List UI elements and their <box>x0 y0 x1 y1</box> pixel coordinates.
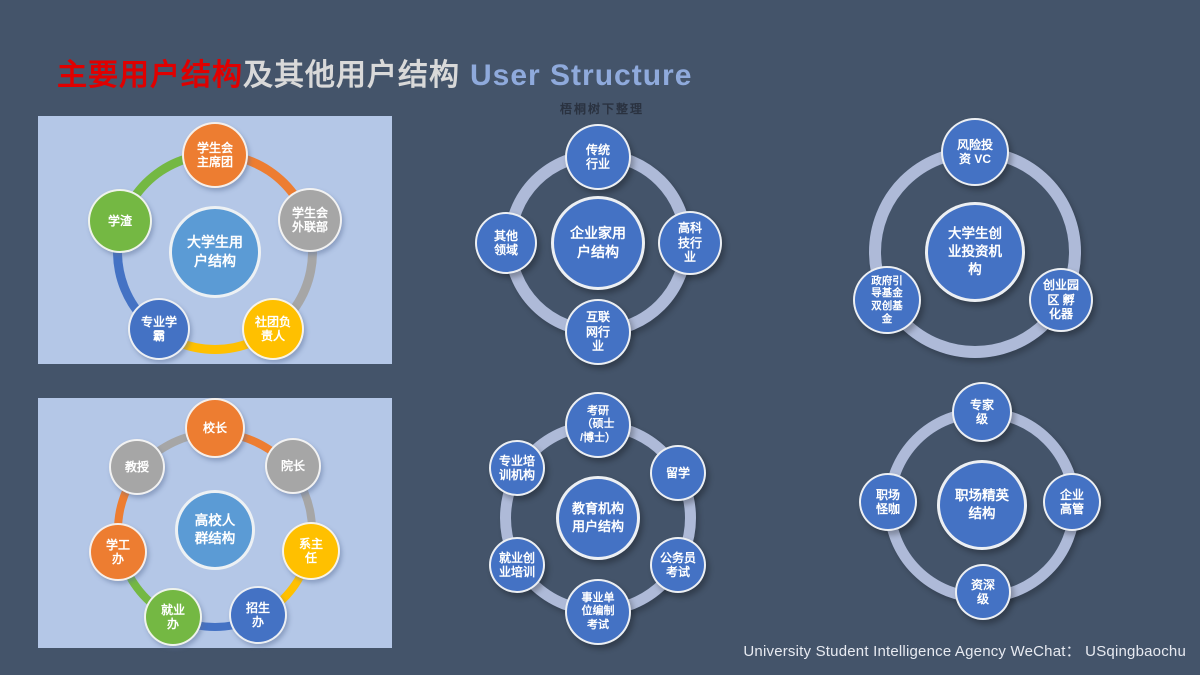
node-study-abroad: 留学 <box>650 445 706 501</box>
node-label: 教授 <box>124 459 149 474</box>
center-node-elites: 职场精英 结构 <box>937 460 1027 550</box>
center-label: 高校人 群结构 <box>194 512 236 546</box>
title-main: 主要用户结构 <box>57 59 243 92</box>
node-department-head: 系主 任 <box>282 522 340 580</box>
node-label: 学工 办 <box>105 537 130 566</box>
node-student-affairs-office: 学工 办 <box>89 523 147 581</box>
node-student-union-chair: 学生会 主席团 <box>182 122 248 188</box>
node-label: 专家 级 <box>969 397 994 426</box>
node-label: 专业培 训机构 <box>498 453 535 482</box>
center-label: 职场精英 结构 <box>955 487 1009 521</box>
center-label: 大学生用 户结构 <box>187 234 243 269</box>
node-label: 创业园 区 孵 化器 <box>1042 278 1079 322</box>
node-employment-office: 就业 办 <box>144 588 202 646</box>
node-slacker: 学渣 <box>88 189 152 253</box>
node-club-leader: 社团负 责人 <box>242 298 304 360</box>
node-traditional-industry: 传统 行业 <box>565 124 631 190</box>
node-label: 招生 办 <box>245 600 270 629</box>
node-label: 专业学 霸 <box>140 314 177 343</box>
node-other-fields: 其他 领域 <box>475 212 537 274</box>
node-label: 校长 <box>202 420 227 435</box>
node-incubator: 创业园 区 孵 化器 <box>1029 268 1093 332</box>
center-node-campus: 高校人 群结构 <box>175 490 255 570</box>
node-label: 留学 <box>665 465 690 480</box>
node-label: 就业创 业培训 <box>498 550 535 579</box>
node-label: 社团负 责人 <box>254 314 291 343</box>
node-label: 其他 领域 <box>493 228 518 257</box>
node-employment-training: 就业创 业培训 <box>489 537 545 593</box>
node-union-liaison: 学生会 外联部 <box>278 188 342 252</box>
node-senior-level: 资深 级 <box>955 564 1011 620</box>
node-workplace-maverick: 职场 怪咖 <box>859 473 917 531</box>
node-label: 系主 任 <box>298 536 323 565</box>
panel-students: 学生会 主席团 学渣 学生会 外联部 专业学 霸 社团负 责人 大学生用 户结构 <box>38 116 392 364</box>
center-label: 企业家用 户结构 <box>570 225 626 260</box>
title-english: User Structure <box>470 59 693 92</box>
node-label: 资深 级 <box>970 577 995 606</box>
node-label: 学生会 外联部 <box>291 205 328 234</box>
node-label: 院长 <box>280 458 305 473</box>
node-label: 就业 办 <box>160 602 185 631</box>
node-label: 考研 （硕士 /博士） <box>579 405 617 444</box>
node-government-fund: 政府引 导基金 双创基 金 <box>853 266 921 334</box>
node-label: 学渣 <box>107 213 132 228</box>
node-dean: 院长 <box>265 438 321 494</box>
footer-credit: University Student Intelligence Agency W… <box>743 643 1186 660</box>
node-top-student: 专业学 霸 <box>128 298 190 360</box>
node-professor: 教授 <box>109 439 165 495</box>
node-hightech-industry: 高科 技行 业 <box>658 211 722 275</box>
node-venture-capital: 风险投 资 VC <box>941 118 1009 186</box>
node-postgrad-exam: 考研 （硕士 /博士） <box>565 392 631 458</box>
node-training-agency: 专业培 训机构 <box>489 440 545 496</box>
center-node-investors: 大学生创 业投资机 构 <box>925 202 1025 302</box>
node-label: 风险投 资 VC <box>956 137 993 166</box>
center-node-education: 教育机构 用户结构 <box>556 476 640 560</box>
node-label: 高科 技行 业 <box>677 221 702 265</box>
node-expert-level: 专家 级 <box>952 382 1012 442</box>
node-civil-service-exam: 公务员 考试 <box>650 537 706 593</box>
panel-campus: 校长 教授 院长 学工 办 系主 任 就业 办 招生 办 高校人 群结构 <box>38 398 392 648</box>
node-label: 政府引 导基金 双创基 金 <box>871 274 903 325</box>
node-admissions-office: 招生 办 <box>229 586 287 644</box>
center-label: 教育机构 用户结构 <box>571 501 624 534</box>
node-executive: 企业 高管 <box>1043 473 1101 531</box>
node-label: 事业单 位编制 考试 <box>581 592 615 631</box>
caption-source: 梧桐树下整理 <box>560 102 645 116</box>
center-label: 大学生创 业投资机 构 <box>948 225 1002 278</box>
node-public-institution-exam: 事业单 位编制 考试 <box>565 579 631 645</box>
node-label: 传统 行业 <box>585 142 610 171</box>
node-label: 学生会 主席团 <box>196 140 233 169</box>
node-internet-industry: 互联 网行 业 <box>565 299 631 365</box>
center-node-students: 大学生用 户结构 <box>169 206 261 298</box>
title-secondary: 及其他用户结构 <box>243 59 460 92</box>
node-label: 职场 怪咖 <box>875 487 900 516</box>
node-president: 校长 <box>185 398 245 458</box>
node-label: 企业 高管 <box>1059 487 1084 516</box>
node-label: 互联 网行 业 <box>585 310 610 354</box>
center-node-entrepreneurs: 企业家用 户结构 <box>551 196 645 290</box>
node-label: 公务员 考试 <box>659 550 696 579</box>
slide-title: 主要用户结构及其他用户结构 User Structure <box>57 50 692 94</box>
